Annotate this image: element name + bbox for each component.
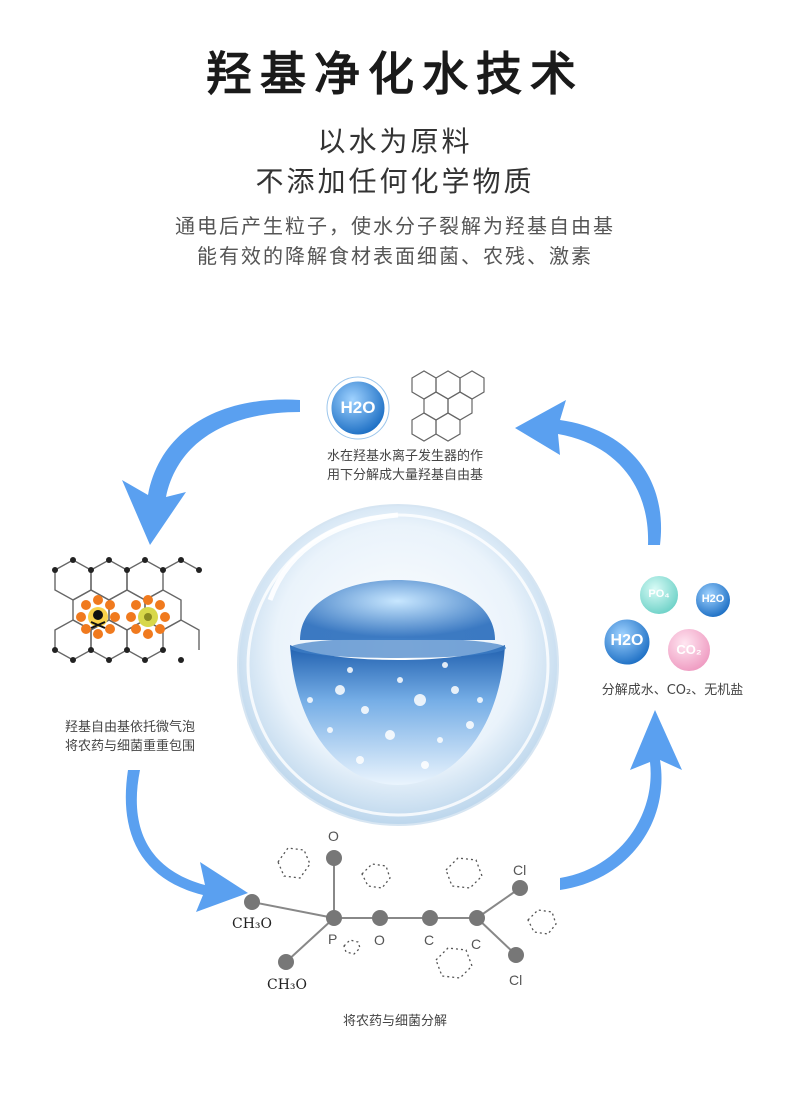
h2o-bubble-small xyxy=(694,581,732,619)
atom-label-ch3o-2: CH₃O xyxy=(267,977,308,993)
arrow-bottom-right xyxy=(560,710,682,890)
caption-bottom: 将农药与细菌分解 xyxy=(300,1012,490,1031)
atom-label-p: P xyxy=(328,931,338,947)
page-title: 羟基净化水技术 xyxy=(206,47,584,101)
atom-label-cl1: Cl xyxy=(513,862,527,878)
co2-label: CO₂ xyxy=(676,642,702,657)
arrow-left-bottom xyxy=(125,770,248,912)
h2o-label-big: H2O xyxy=(610,632,644,649)
description-line-2: 能有效的降解食材表面细菌、农残、激素 xyxy=(197,244,593,268)
atom-label-o-top: O xyxy=(328,828,339,844)
caption-right-line-1: 分解成水、CO₂、无机盐 xyxy=(601,683,744,698)
caption-left-line-2: 将农药与细菌重重包围 xyxy=(64,739,195,754)
molecule-lattice-left xyxy=(54,559,200,661)
caption-top-line-1: 水在羟基水离子发生器的作 xyxy=(326,449,483,464)
subtitle-line-2: 不添加任何化学物质 xyxy=(255,165,535,198)
atom-label-ch3o-1: CH₃O xyxy=(232,916,273,932)
water-sphere-image xyxy=(237,504,559,826)
caption-left: 羟基自由基依托微气泡 将农药与细菌重重包围 xyxy=(40,718,220,756)
description-line-1: 通电后产生粒子，使水分子裂解为羟基自由基 xyxy=(175,214,615,238)
decorative-rings-bottom xyxy=(277,847,557,979)
h2o-label-small: H2O xyxy=(701,593,725,605)
caption-right: 分解成水、CO₂、无机盐 xyxy=(580,681,765,700)
pesticide-molecule xyxy=(251,858,521,963)
cycle-arrows xyxy=(122,399,682,912)
atom-label-c1: C xyxy=(424,932,435,948)
atom-label-cl2: Cl xyxy=(509,972,523,988)
caption-left-line-1: 羟基自由基依托微气泡 xyxy=(64,720,195,735)
co2-bubble xyxy=(666,627,712,673)
atom-label-c2: C xyxy=(471,936,482,952)
caption-top: 水在羟基水离子发生器的作 用下分解成大量羟基自由基 xyxy=(300,447,510,485)
caption-top-line-2: 用下分解成大量羟基自由基 xyxy=(326,468,483,483)
pesticide-atoms xyxy=(244,850,528,970)
h2o-bubble-top xyxy=(326,376,390,440)
subtitle-line-1: 以水为原料 xyxy=(317,125,473,158)
h2o-label-top: H2O xyxy=(340,398,376,417)
caption-bottom-line-1: 将农药与细菌分解 xyxy=(342,1014,447,1029)
arrow-right-top xyxy=(515,400,662,545)
arrow-top-left xyxy=(122,399,300,545)
atom-label-o-mid: O xyxy=(374,932,385,948)
toxin-cluster-1 xyxy=(76,595,120,639)
po4-label: PO₄ xyxy=(648,588,670,600)
h2o-bubble-big xyxy=(601,616,653,668)
molecule-lattice-top xyxy=(411,370,485,442)
toxin-cluster-2 xyxy=(126,595,170,639)
po4-bubble xyxy=(638,574,680,616)
lattice-nodes-left xyxy=(52,557,202,663)
